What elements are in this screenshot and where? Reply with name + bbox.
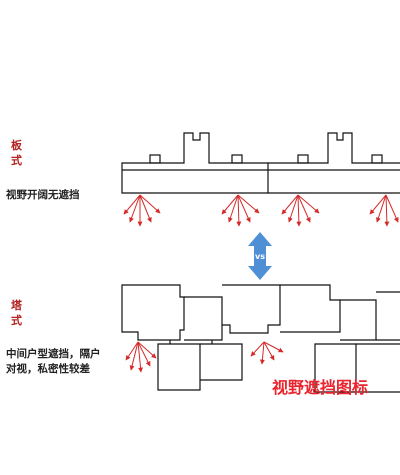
- tower-view-arrows: [125, 341, 284, 373]
- slab-type-label: 板 式: [11, 139, 22, 167]
- slab-building-right: [268, 132, 400, 194]
- slab-building-left: [121, 132, 269, 194]
- tower-buildings: [121, 284, 400, 393]
- diagram-title: 视野遮挡图标: [272, 378, 369, 397]
- tower-note: 中间户型遮挡，隔户 对视，私密性较差: [6, 348, 101, 375]
- slab-view-arrows: [123, 194, 399, 227]
- svg-text:vs: vs: [255, 252, 265, 261]
- slab-note: 视野开阔无遮挡: [6, 189, 80, 201]
- vs-badge: vs: [248, 232, 272, 280]
- tower-type-label: 塔 式: [11, 299, 22, 327]
